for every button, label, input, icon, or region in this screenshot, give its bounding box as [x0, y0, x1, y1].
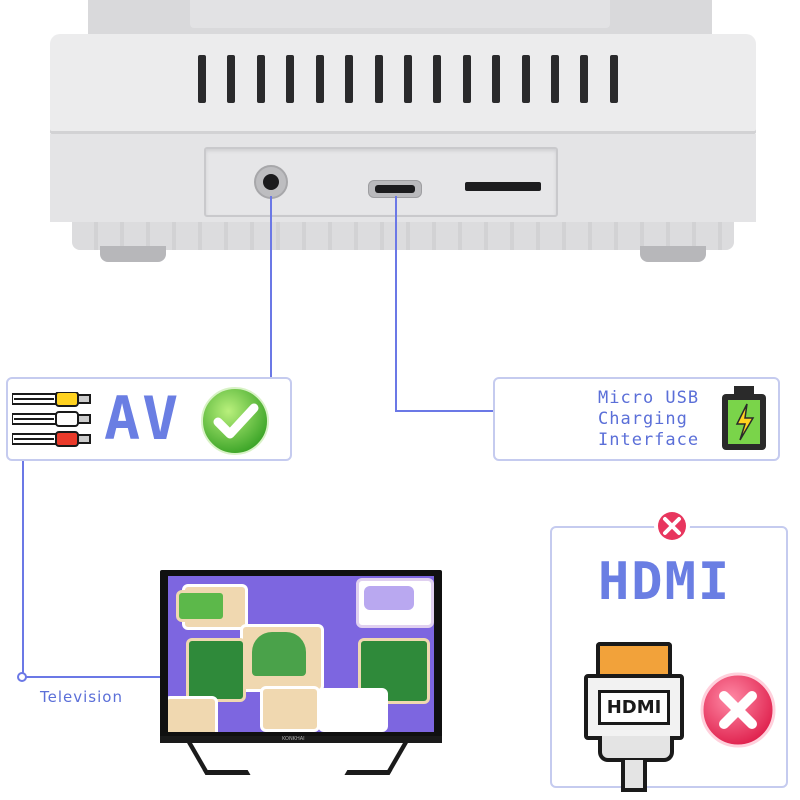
vent-slot: [374, 55, 383, 103]
vent-slot: [403, 55, 412, 103]
card-slot: [465, 182, 541, 191]
battery-charging-icon: [722, 386, 766, 450]
tv-connector-line: [22, 460, 24, 678]
vent-slot: [580, 55, 589, 103]
hdmi-cable: [621, 760, 647, 792]
rca-cable-icon: [12, 392, 91, 447]
hdmi-plug-tip: [596, 642, 672, 680]
tv-screen: [168, 576, 434, 732]
vent-slot: [433, 55, 442, 103]
hdmi-plug-body: HDMI: [584, 674, 684, 740]
av-port: [254, 165, 288, 199]
vent-slot: [462, 55, 471, 103]
hdmi-title: HDMI: [598, 552, 732, 612]
console-vents: [198, 55, 618, 105]
vent-slot: [315, 55, 324, 103]
tv-stand-right: [344, 742, 409, 775]
hdmi-plug-collar: [598, 736, 674, 762]
tv-brand: KONKHAI: [282, 736, 305, 742]
usb-connector-line-horizontal: [395, 410, 495, 412]
console-foot-left: [100, 246, 166, 262]
television-label: Television: [40, 688, 123, 706]
hdmi-plug-label: HDMI: [597, 689, 671, 725]
usb-connector-line: [395, 196, 397, 412]
tv-connector-line-horizontal: [22, 676, 162, 678]
red-x-icon: [654, 508, 690, 544]
vent-slot: [521, 55, 530, 103]
av-title: AV: [104, 384, 181, 454]
tv-bezel: [160, 736, 442, 743]
red-x-icon-large: [700, 672, 776, 748]
green-check-icon: [201, 387, 269, 455]
vent-slot: [492, 55, 501, 103]
console-base-ribs: [72, 222, 734, 250]
vent-slot: [609, 55, 618, 103]
vent-slot: [256, 55, 265, 103]
vent-slot: [551, 55, 560, 103]
av-connector-line: [270, 196, 272, 378]
vent-slot: [227, 55, 236, 103]
console-cartridge-slot-cover: [190, 0, 610, 28]
connector-dot: [17, 672, 27, 682]
console-body-upper: [50, 34, 756, 134]
vent-slot: [286, 55, 295, 103]
usb-label: Micro USB Charging Interface: [598, 388, 700, 450]
tv-stand-left: [186, 742, 251, 775]
vent-slot: [198, 55, 206, 103]
console-foot-right: [640, 246, 706, 262]
vent-slot: [345, 55, 354, 103]
